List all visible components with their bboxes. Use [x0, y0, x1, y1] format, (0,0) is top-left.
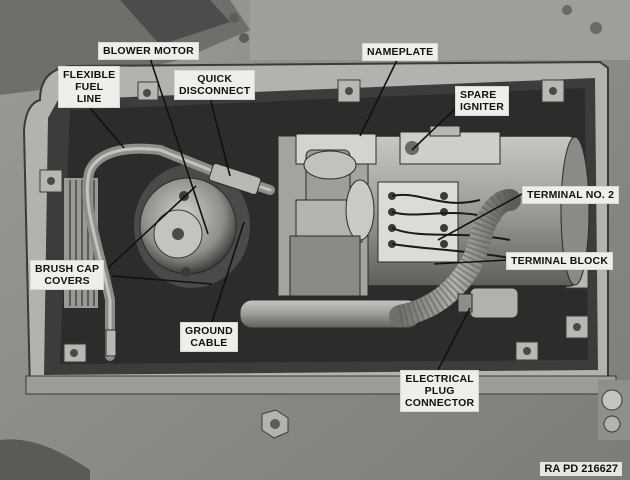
- label-brush-cap-covers: BRUSH CAP COVERS: [30, 260, 105, 290]
- terminal-block: [377, 181, 521, 263]
- label-terminal-block: TERMINAL BLOCK: [506, 252, 614, 270]
- figure-reference-id: RA PD 216627: [540, 462, 622, 476]
- valve-assembly: [289, 149, 375, 297]
- label-ground-cable: GROUND CABLE: [180, 322, 238, 352]
- right-fitting: [598, 380, 630, 440]
- label-nameplate: NAMEPLATE: [362, 43, 439, 61]
- leader-lines: [89, 57, 523, 371]
- label-electrical-plug-connector: ELECTRICAL PLUG CONNECTOR: [400, 370, 480, 412]
- label-blower-motor: BLOWER MOTOR: [98, 42, 199, 60]
- blower-motor: [134, 164, 250, 288]
- label-terminal-no-2: TERMINAL NO. 2: [522, 186, 620, 204]
- label-spare-igniter: SPARE IGNITER: [455, 86, 509, 116]
- electrical-plug-connector-part: [457, 287, 519, 319]
- quick-disconnect-fitting: [208, 162, 262, 196]
- label-quick-disconnect: QUICK DISCONNECT: [174, 70, 256, 100]
- label-flexible-fuel-line: FLEXIBLE FUEL LINE: [58, 66, 121, 108]
